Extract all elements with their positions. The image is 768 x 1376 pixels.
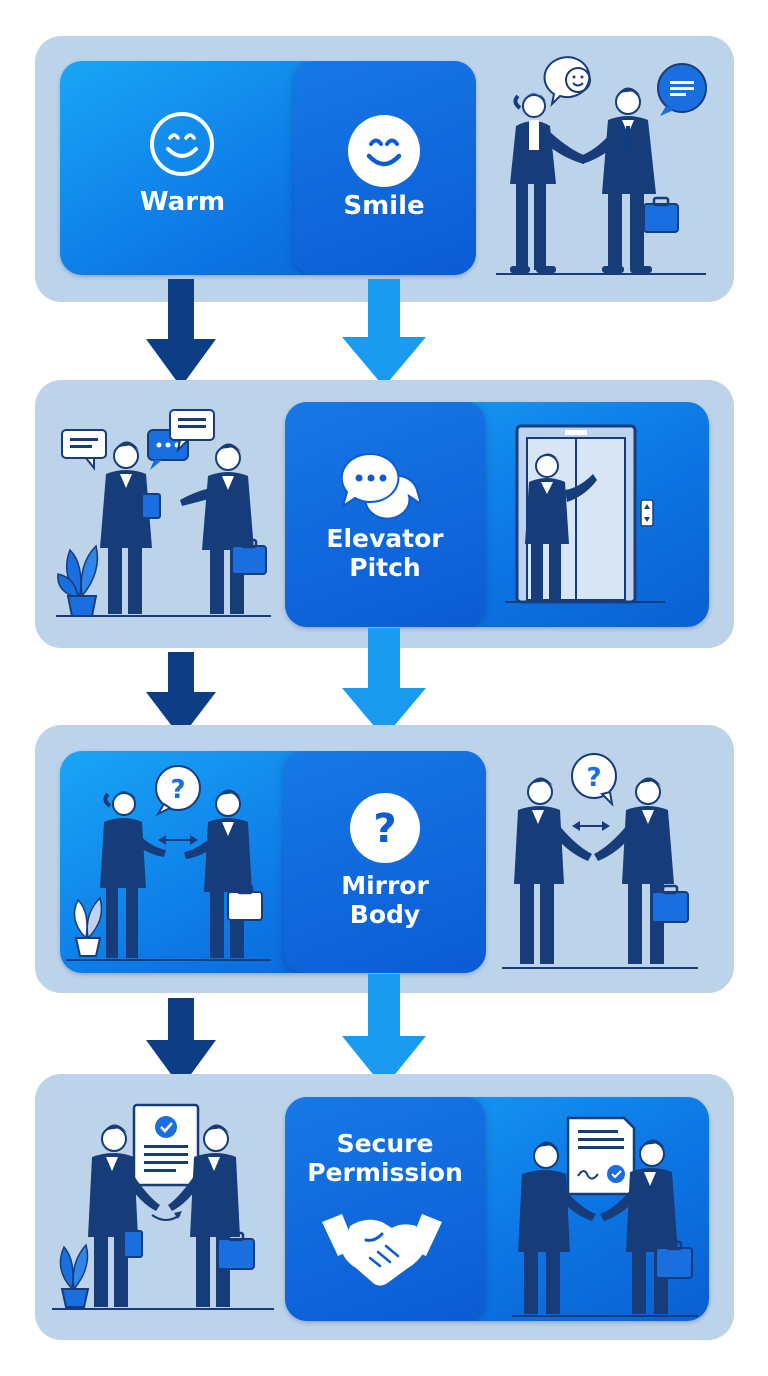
networking-chat-illustration <box>56 409 271 617</box>
elevator-pitch-label: Elevator Pitch <box>326 524 444 582</box>
flow-arrow-dark <box>146 998 216 1088</box>
question-bubble-icon: ? <box>571 753 617 807</box>
flow-arrow-dark <box>146 652 216 738</box>
note-bubble-icon <box>169 409 215 454</box>
agreement-illustration <box>52 1103 274 1310</box>
svg-text:?: ? <box>170 775 185 805</box>
mirroring-conversation-illustration: ? <box>66 765 271 961</box>
question-icon: ? <box>350 793 420 863</box>
mirror-arrows-icon <box>572 821 610 831</box>
svg-text:?: ? <box>586 763 601 793</box>
plant-icon <box>59 1243 90 1308</box>
handshake-greeting-illustration <box>496 56 707 275</box>
svg-text:?: ? <box>373 806 396 852</box>
question-bubble-icon: ? <box>155 765 201 817</box>
conversation-icon <box>340 452 423 520</box>
warm-label: Warm <box>139 187 226 217</box>
handshake-mirroring-illustration: ? <box>502 753 698 969</box>
smile-outline-icon <box>150 112 214 176</box>
document-check-icon <box>132 1103 200 1187</box>
smile-label: Smile <box>343 191 425 221</box>
flow-arrow-dark <box>146 279 216 387</box>
chat-bubble-icon <box>657 63 707 116</box>
flow-arrow-light <box>342 628 426 738</box>
elevator-pitch-card <box>285 402 709 627</box>
flow-arrow-light <box>342 279 426 387</box>
plant-icon <box>73 896 103 957</box>
mirror-arrows-icon <box>158 835 198 845</box>
signed-contract-handshake-illustration <box>512 1116 698 1317</box>
plant-icon <box>57 544 99 617</box>
smile-face-icon <box>348 115 420 187</box>
secure-permission-label: Secure Permission <box>307 1129 463 1187</box>
contract-document-icon <box>566 1116 636 1196</box>
elevator-illustration <box>505 424 665 604</box>
mirror-body-label: Mirror Body <box>341 871 429 929</box>
speech-bubble-icon <box>61 429 107 471</box>
flow-arrow-light <box>342 974 426 1088</box>
smile-bubble-icon <box>543 56 591 108</box>
handshake-icon <box>322 1214 442 1286</box>
